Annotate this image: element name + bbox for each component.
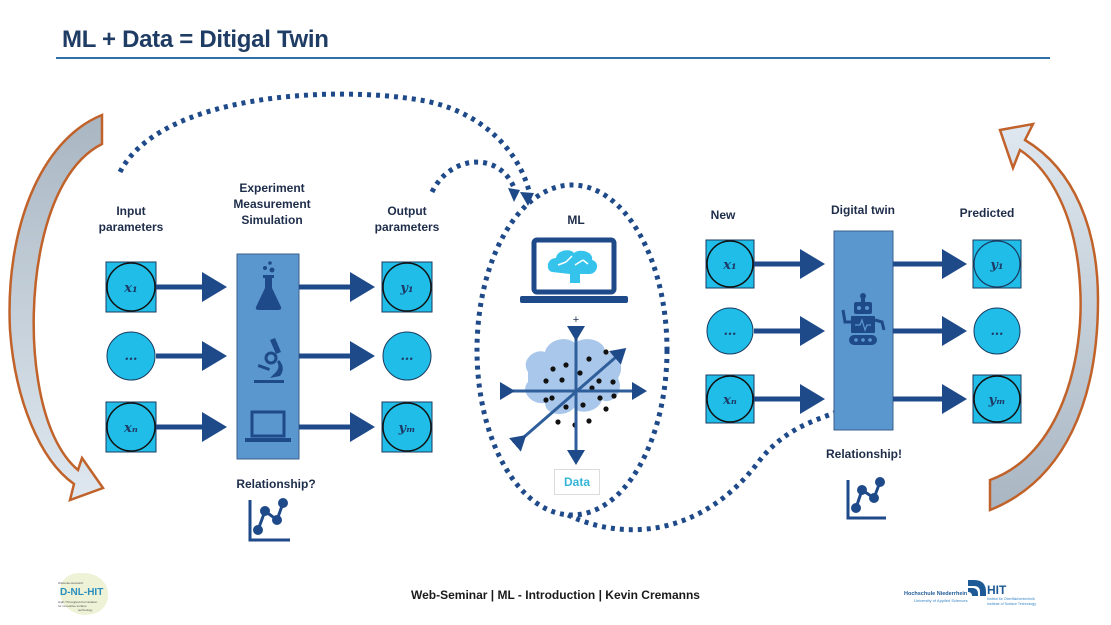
output-node-label: y₁	[989, 258, 1003, 273]
input-node-xn	[106, 402, 156, 452]
title-underline	[56, 57, 1050, 59]
flask-icon	[255, 261, 282, 310]
hsn-hit-logo: Hochschule Niederrhein University of App…	[900, 578, 1060, 608]
brain-icon	[547, 250, 598, 283]
input-node-label: x₁	[123, 281, 137, 296]
slide-title: ML + Data = Ditigal Twin	[62, 26, 329, 53]
line-chart-icon-right	[846, 477, 886, 520]
right-input-nodes: x₁ … xₙ	[705, 239, 755, 424]
output-node-label: …	[401, 349, 414, 364]
predicted-label: Predicted	[959, 206, 1015, 220]
relationship-exclaim-label: Relationship!	[825, 447, 902, 461]
predicted-y1	[973, 240, 1021, 288]
relationship-question-label: Relationship?	[236, 477, 316, 491]
logo-name: D-NL-HIT	[60, 587, 104, 598]
dotted-path-output-to-ml	[429, 159, 518, 194]
right-cycle-arrow	[988, 122, 1100, 512]
new-label: New	[710, 208, 736, 222]
digital-twin-label: Digital twin	[831, 203, 895, 217]
hit-name: HIT	[987, 583, 1007, 597]
logo-sub-text: technology	[78, 608, 93, 612]
left-output-arrows	[299, 272, 375, 442]
logo-map-shape	[60, 573, 108, 615]
input-parameters-label: Input parameters	[98, 204, 164, 234]
predicted-ellipsis	[973, 307, 1021, 355]
left-input-nodes: x₁ … xₙ	[105, 261, 157, 453]
hit-logo-mark-icon	[968, 580, 986, 596]
input-node-label: …	[724, 324, 737, 339]
dotted-path-ml-to-twin	[566, 390, 865, 533]
hit-subtitle-en: Institute of Surface Technology	[987, 602, 1037, 606]
plus-sign: +	[572, 314, 580, 326]
hochschule-name: Hochschule Niederrhein	[904, 591, 968, 597]
experiment-label: Experiment Measurement Simulation	[233, 181, 311, 227]
ml-label: ML	[567, 213, 585, 227]
output-node-ym	[382, 402, 432, 452]
logo-sub-text: High-Throughput-Formulation	[58, 600, 98, 604]
output-node-label: yₘ	[987, 393, 1005, 408]
output-node-label: …	[991, 324, 1004, 339]
footer-text: Web-Seminar | ML - Introduction | Kevin …	[411, 588, 700, 602]
new-input-xn	[706, 375, 754, 423]
output-node-y1	[382, 262, 432, 312]
logo-top-text: Wetterau-Hessisch	[58, 581, 84, 585]
left-output-nodes: y₁ … yₘ	[381, 261, 433, 453]
right-output-nodes: y₁ … yₘ	[972, 239, 1022, 424]
left-cycle-arrow	[8, 113, 105, 502]
line-chart-icon-left	[248, 498, 290, 542]
output-node-label: yₘ	[397, 421, 415, 436]
dotted-arrowhead-2	[508, 188, 520, 202]
new-input-x1	[706, 240, 754, 288]
input-node-label: …	[125, 349, 138, 364]
dotted-path-input-to-ml	[117, 91, 533, 196]
input-node-label: xₙ	[722, 393, 737, 408]
microscope-icon	[254, 338, 284, 383]
input-node-label: x₁	[722, 258, 736, 273]
input-node-ellipsis	[106, 331, 156, 381]
ml-laptop-brain-icon	[520, 237, 628, 303]
output-node-label: y₁	[399, 281, 413, 296]
input-node-x1	[106, 262, 156, 312]
laptop-icon	[245, 410, 291, 442]
hit-subtitle: Institut für Oberflächentechnik Institut…	[987, 597, 1036, 607]
new-input-ellipsis	[706, 307, 754, 355]
data-cloud-icon	[500, 326, 647, 465]
right-input-arrows	[754, 249, 825, 414]
dotted-arrowhead-1	[520, 192, 534, 206]
logo-sub-text: for innovative surface	[58, 604, 87, 608]
left-input-arrows	[156, 272, 227, 442]
hochschule-subtitle: University of Applied Sciences	[914, 598, 968, 603]
dnlhit-logo: Wetterau-Hessisch D-NL-HIT High-Throughp…	[56, 573, 112, 615]
input-node-label: xₙ	[123, 421, 138, 436]
output-node-ellipsis	[382, 331, 432, 381]
data-label: Data	[554, 469, 600, 495]
right-output-arrows	[893, 249, 967, 414]
hit-subtitle-de: Institut für Oberflächentechnik	[987, 597, 1035, 601]
robot-icon	[841, 293, 886, 345]
predicted-ym	[973, 375, 1021, 423]
output-parameters-label: Output parameters	[374, 204, 440, 234]
